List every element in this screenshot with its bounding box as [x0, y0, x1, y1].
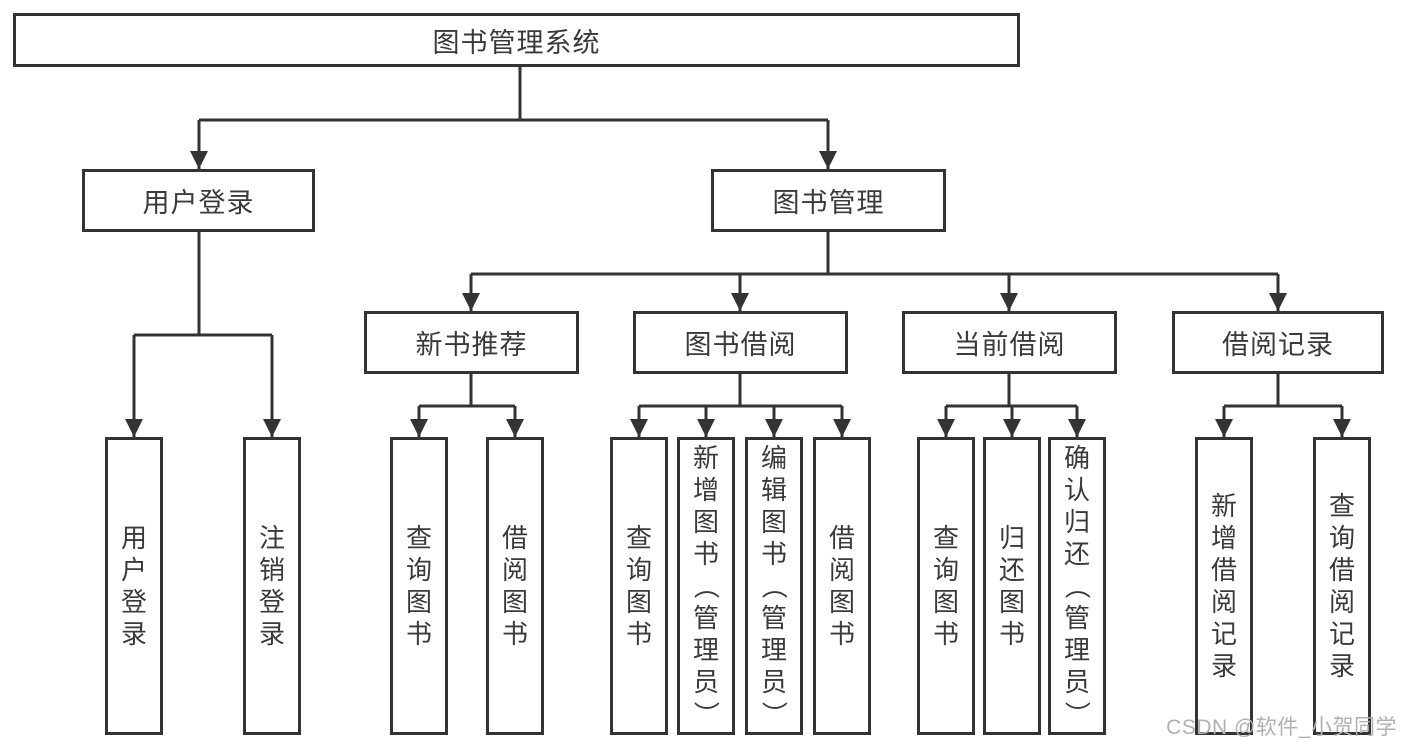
- leaf-return-books: 归还图书: [983, 437, 1041, 735]
- leaf-label-char: 录: [1210, 651, 1237, 681]
- leaf-label-char: 阅: [501, 555, 528, 585]
- leaf-label-char: 借: [828, 523, 855, 553]
- leaf-label-char: 还: [1063, 539, 1090, 569]
- csdn-watermark: CSDN @软件_小贺同学: [1166, 716, 1397, 739]
- leaf-add-books-admin: 新增图书 （ 管理员 ）: [677, 437, 735, 735]
- leaf-label-char: 书: [828, 619, 855, 649]
- leaf-edit-books-admin: 编辑图书 （ 管理员 ）: [745, 437, 803, 735]
- leaf-label-char: 管: [692, 603, 719, 633]
- leaf-query-borrow-record: 查询借阅记录: [1313, 437, 1371, 735]
- leaf-label-char: 录: [258, 619, 285, 649]
- leaf-label-char: 书: [932, 619, 959, 649]
- leaf-label-char: 登: [120, 587, 147, 617]
- leaf-label-char: 图: [405, 587, 432, 617]
- leaf-label-char: 员: [1063, 667, 1090, 697]
- leaf-label-char: 注: [258, 523, 285, 553]
- leaf-label-char: 还: [998, 555, 1025, 585]
- node-user-login-branch: 用户登录: [82, 169, 315, 232]
- node-book-management-branch: 图书管理: [711, 169, 946, 232]
- leaf-label-char: 员: [760, 667, 787, 697]
- leaf-confirm-return-admin: 确认归还 （ 管理员 ）: [1048, 437, 1106, 735]
- leaf-label-char: 书: [998, 619, 1025, 649]
- leaf-query-books-recommend: 查询图书: [390, 437, 448, 735]
- leaf-label-char: 理: [1063, 635, 1090, 665]
- leaf-label-char: 阅: [828, 555, 855, 585]
- leaf-label-char: 图: [760, 507, 787, 537]
- leaf-label-char: 图: [932, 587, 959, 617]
- leaf-label-char: ）: [1061, 700, 1092, 728]
- leaf-label-char: 录: [120, 619, 147, 649]
- leaf-label-char: 增: [692, 475, 719, 505]
- leaf-label-char: 销: [258, 555, 285, 585]
- leaf-label-char: 查: [405, 523, 432, 553]
- leaf-label-char: 户: [120, 555, 147, 585]
- leaf-label-char: （: [1061, 572, 1092, 600]
- leaf-label-char: 确: [1063, 443, 1090, 473]
- leaf-label-char: 图: [828, 587, 855, 617]
- node-new-book-recommendation: 新书推荐: [364, 311, 579, 374]
- leaf-label-char: 编: [760, 443, 787, 473]
- leaf-logout: 注销登录: [243, 437, 301, 735]
- leaf-label-char: 增: [1210, 523, 1237, 553]
- leaf-label-char: 用: [120, 523, 147, 553]
- leaf-label-char: 询: [405, 555, 432, 585]
- leaf-add-borrow-record: 新增借阅记录: [1195, 437, 1253, 735]
- node-book-borrowing: 图书借阅: [633, 311, 848, 374]
- leaf-label-char: 图: [501, 587, 528, 617]
- leaf-label-char: 认: [1063, 475, 1090, 505]
- leaf-label-char: 新: [1210, 491, 1237, 521]
- leaf-user-login: 用户登录: [105, 437, 163, 735]
- leaf-label-char: 记: [1210, 619, 1237, 649]
- node-borrowing-records: 借阅记录: [1172, 311, 1384, 374]
- leaf-label-char: 图: [625, 587, 652, 617]
- leaf-label-char: 查: [625, 523, 652, 553]
- leaf-label-char: 询: [932, 555, 959, 585]
- leaf-label-char: 借: [501, 523, 528, 553]
- leaf-label-char: ）: [690, 700, 721, 728]
- leaf-label-char: （: [690, 572, 721, 600]
- leaf-label-char: 归: [1063, 507, 1090, 537]
- leaf-label-char: 查: [932, 523, 959, 553]
- leaf-label-char: 借: [1328, 555, 1355, 585]
- leaf-label-char: 询: [1328, 523, 1355, 553]
- leaf-label-char: 管: [1063, 603, 1090, 633]
- leaf-label-char: 书: [625, 619, 652, 649]
- leaf-label-char: 书: [692, 539, 719, 569]
- leaf-label-char: 登: [258, 587, 285, 617]
- leaf-label-char: 书: [760, 539, 787, 569]
- node-library-management-system: 图书管理系统: [13, 13, 1020, 67]
- leaf-label-char: 图: [998, 587, 1025, 617]
- leaf-label-char: 辑: [760, 475, 787, 505]
- leaf-label-char: 员: [692, 667, 719, 697]
- leaf-label-char: 询: [625, 555, 652, 585]
- leaf-label-char: 阅: [1210, 587, 1237, 617]
- leaf-label-char: 阅: [1328, 587, 1355, 617]
- leaf-label-char: 管: [760, 603, 787, 633]
- leaf-label-char: 书: [405, 619, 432, 649]
- leaf-borrow-books-recommend: 借阅图书: [486, 437, 544, 735]
- leaf-borrow-books: 借阅图书: [813, 437, 871, 735]
- leaf-label-char: 理: [692, 635, 719, 665]
- node-current-borrowing: 当前借阅: [902, 311, 1117, 374]
- leaf-label-char: 图: [692, 507, 719, 537]
- leaf-label-char: 归: [998, 523, 1025, 553]
- leaf-label-char: 录: [1328, 651, 1355, 681]
- leaf-label-char: （: [758, 572, 789, 600]
- leaf-label-char: 借: [1210, 555, 1237, 585]
- leaf-label-char: 理: [760, 635, 787, 665]
- leaf-label-char: 书: [501, 619, 528, 649]
- leaf-query-books-current: 查询图书: [917, 437, 975, 735]
- leaf-query-books-borrowing: 查询图书: [610, 437, 668, 735]
- leaf-label-char: 记: [1328, 619, 1355, 649]
- leaf-label-char: ）: [758, 700, 789, 728]
- leaf-label-char: 新: [692, 443, 719, 473]
- leaf-label-char: 查: [1328, 491, 1355, 521]
